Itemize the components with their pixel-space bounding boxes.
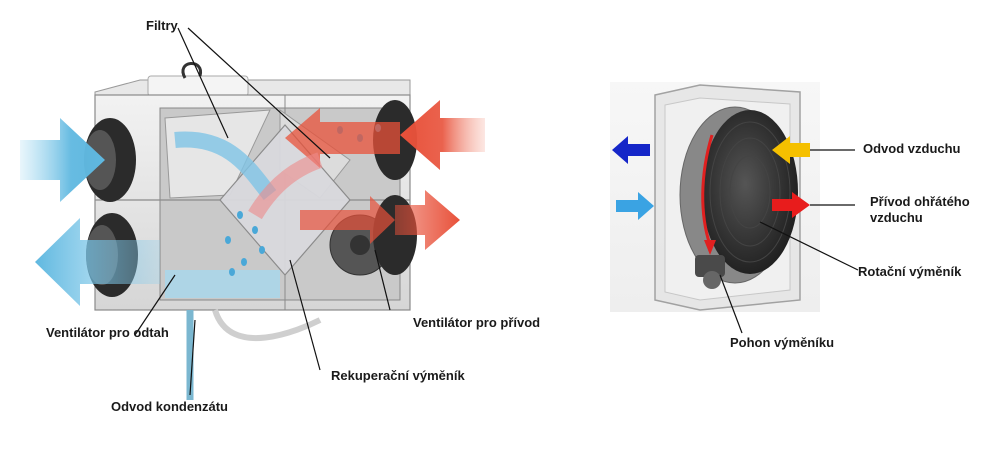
hrv-unit-illustration: [84, 63, 417, 400]
label-exchanger-drive: Pohon výměníku: [730, 335, 834, 351]
label-supply-fan: Ventilátor pro přívod: [413, 315, 540, 331]
label-condensate-drain: Odvod kondenzátu: [111, 399, 228, 415]
label-exhaust-fan: Ventilátor pro odtah: [46, 325, 169, 341]
label-filters: Filtry: [146, 18, 178, 34]
label-air-exhaust: Odvod vzduchu: [863, 141, 961, 157]
label-heated-air-supply: Přívod ohřátého vzduchu: [870, 194, 980, 226]
label-recuperation-exchanger: Rekuperační výměník: [331, 368, 465, 384]
label-rotary-exchanger: Rotační výměník: [858, 264, 961, 280]
